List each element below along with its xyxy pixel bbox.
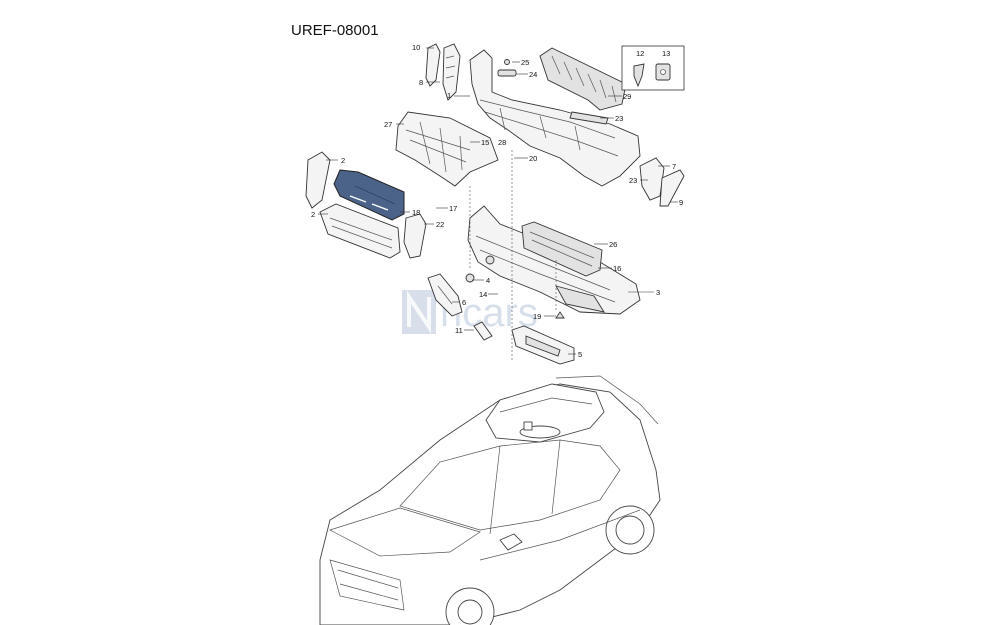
callout-14: 14 (479, 290, 487, 299)
callout-23-lower: 23 (629, 176, 637, 185)
part-small-clip (465, 273, 475, 283)
callout-1: 1 (447, 91, 451, 100)
part-side-cover-upper-left (305, 151, 331, 209)
callout-29: 29 (623, 92, 631, 101)
callout-11: 11 (455, 326, 463, 335)
part-upper-bumper-fascia (469, 49, 641, 187)
callout-4: 4 (486, 276, 490, 285)
part-side-bracket (425, 43, 461, 101)
part-right-bracket (639, 157, 685, 207)
callout-8: 8 (419, 78, 423, 87)
callout-18: 18 (412, 208, 420, 217)
callout-9: 9 (679, 198, 683, 207)
callout-27: 27 (384, 120, 392, 129)
part-strip-upper (569, 111, 609, 125)
callout-19: 19 (533, 312, 541, 321)
alignment-lines (469, 150, 557, 360)
part-left-fog-trim (427, 273, 463, 317)
part-right-fog-trim (511, 325, 575, 365)
watermark-logo-letter (407, 290, 431, 334)
callout-16: 16 (613, 264, 621, 273)
part-small-plate (473, 321, 493, 341)
part-lower-grille-frame (521, 221, 603, 277)
callout-12: 12 (636, 49, 644, 58)
callout-2-upper: 2 (341, 156, 345, 165)
callout-17: 17 (449, 204, 457, 213)
callout-3: 3 (656, 288, 660, 297)
callout-26: 26 (609, 240, 617, 249)
part-grille-support (539, 47, 627, 111)
callout-10: 10 (412, 43, 420, 52)
callout-13: 13 (662, 49, 670, 58)
part-grille-panel-highlighted (333, 169, 405, 221)
callout-7: 7 (672, 162, 676, 171)
callout-6: 6 (462, 298, 466, 307)
parts-box-12-13 (621, 45, 685, 91)
callout-25: 25 (521, 58, 529, 67)
reference-code: UREF-08001 (291, 22, 379, 39)
part-side-cover-right (403, 213, 427, 259)
callout-15: 15 (481, 138, 489, 147)
callout-24: 24 (529, 70, 537, 79)
vehicle-outline (319, 375, 661, 625)
callout-22: 22 (436, 220, 444, 229)
callout-lines (318, 47, 678, 355)
callout-20: 20 (529, 154, 537, 163)
part-lower-grille (319, 203, 401, 259)
part-clip (497, 59, 517, 77)
callout-labels: 10 8 1 25 24 29 12 13 23 27 15 28 20 2 7… (311, 43, 683, 359)
callout-2-lower: 2 (311, 210, 315, 219)
part-clip-19 (555, 311, 565, 319)
callout-23-upper: 23 (615, 114, 623, 123)
callout-28: 28 (498, 138, 506, 147)
part-lower-support-frame (395, 111, 499, 187)
callout-5: 5 (578, 350, 582, 359)
